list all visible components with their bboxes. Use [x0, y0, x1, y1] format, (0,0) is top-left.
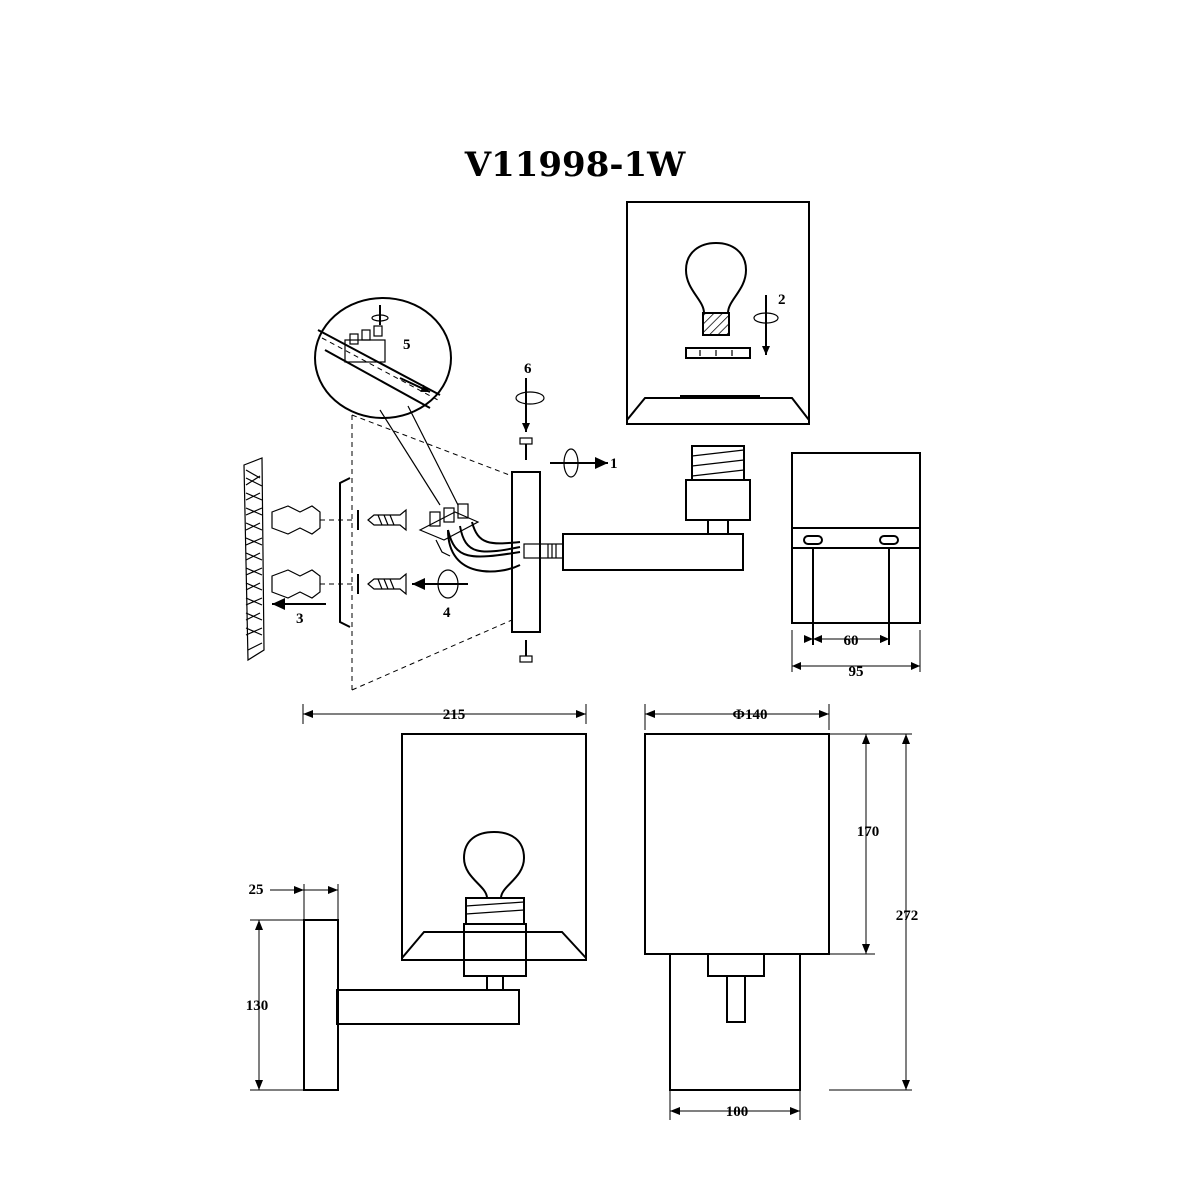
step-6-label: 6 [524, 361, 532, 377]
dim-95: 95 [849, 664, 864, 680]
rotate-arrow-icon [753, 295, 779, 355]
rotate-arrow-icon [515, 378, 545, 432]
wall-plug-icon [271, 505, 352, 535]
screw-icon [357, 508, 407, 532]
dim-100: 100 [726, 1104, 749, 1120]
exploded-assembly: 3 4 [243, 297, 751, 691]
front-elevation: Φ140 100 170 272 [644, 704, 919, 1120]
step-4-label: 4 [443, 605, 451, 621]
dim-140: Φ140 [733, 707, 768, 723]
step-2-label: 2 [778, 292, 786, 308]
step-3-label: 3 [296, 611, 304, 627]
screw-icon [357, 572, 407, 596]
rotate-arrow-icon [412, 569, 468, 599]
bracket-side-view: 60 95 [791, 452, 921, 680]
rotate-arrow-icon [550, 448, 608, 478]
screw-icon [519, 437, 533, 460]
dim-130: 130 [246, 998, 269, 1014]
side-elevation: 215 25 130 [246, 704, 587, 1091]
terminal-block-icon [418, 503, 480, 557]
wall-icon [243, 457, 265, 662]
dim-272: 272 [896, 908, 919, 924]
screw-icon [519, 640, 533, 663]
bulb-icon [684, 241, 748, 336]
dim-215: 215 [443, 707, 466, 723]
dim-170: 170 [857, 824, 880, 840]
step-1-label: 1 [610, 456, 618, 472]
dim-60: 60 [844, 633, 859, 649]
wall-plug-icon [271, 569, 352, 599]
drawing-title: V11998-1W [464, 145, 686, 185]
shade-bulb-view: 2 [626, 201, 810, 425]
dim-25: 25 [249, 882, 264, 898]
zoom-detail [314, 297, 459, 506]
step-5-label: 5 [403, 337, 411, 353]
